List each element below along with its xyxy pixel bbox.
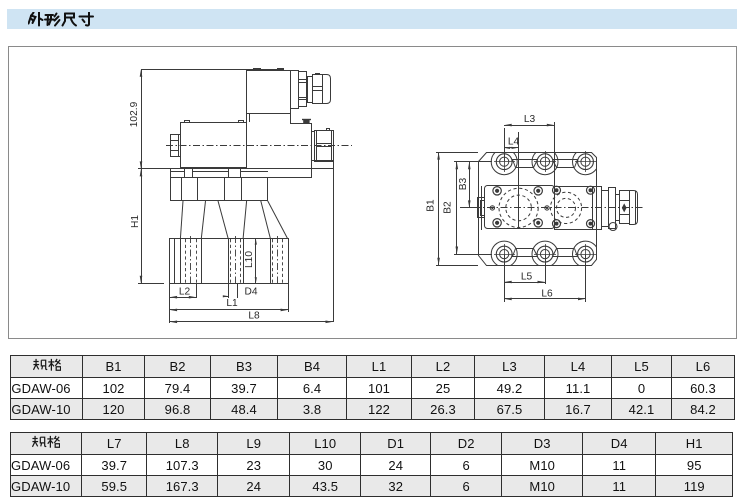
svg-text:L8: L8 [248,310,260,321]
svg-text:L6: L6 [541,288,553,299]
svg-text:B1: B1 [426,199,437,212]
svg-text:L4: L4 [508,137,520,148]
svg-text:L5: L5 [521,271,533,282]
svg-text:D4: D4 [244,287,257,298]
svg-text:L1: L1 [226,298,238,309]
svg-text:L10: L10 [244,251,255,268]
svg-text:102.9: 102.9 [129,101,140,127]
svg-text:B3: B3 [458,177,469,190]
svg-text:L2: L2 [179,287,191,298]
svg-text:H1: H1 [130,215,141,228]
svg-text:L3: L3 [524,114,536,125]
svg-text:B2: B2 [443,201,454,214]
